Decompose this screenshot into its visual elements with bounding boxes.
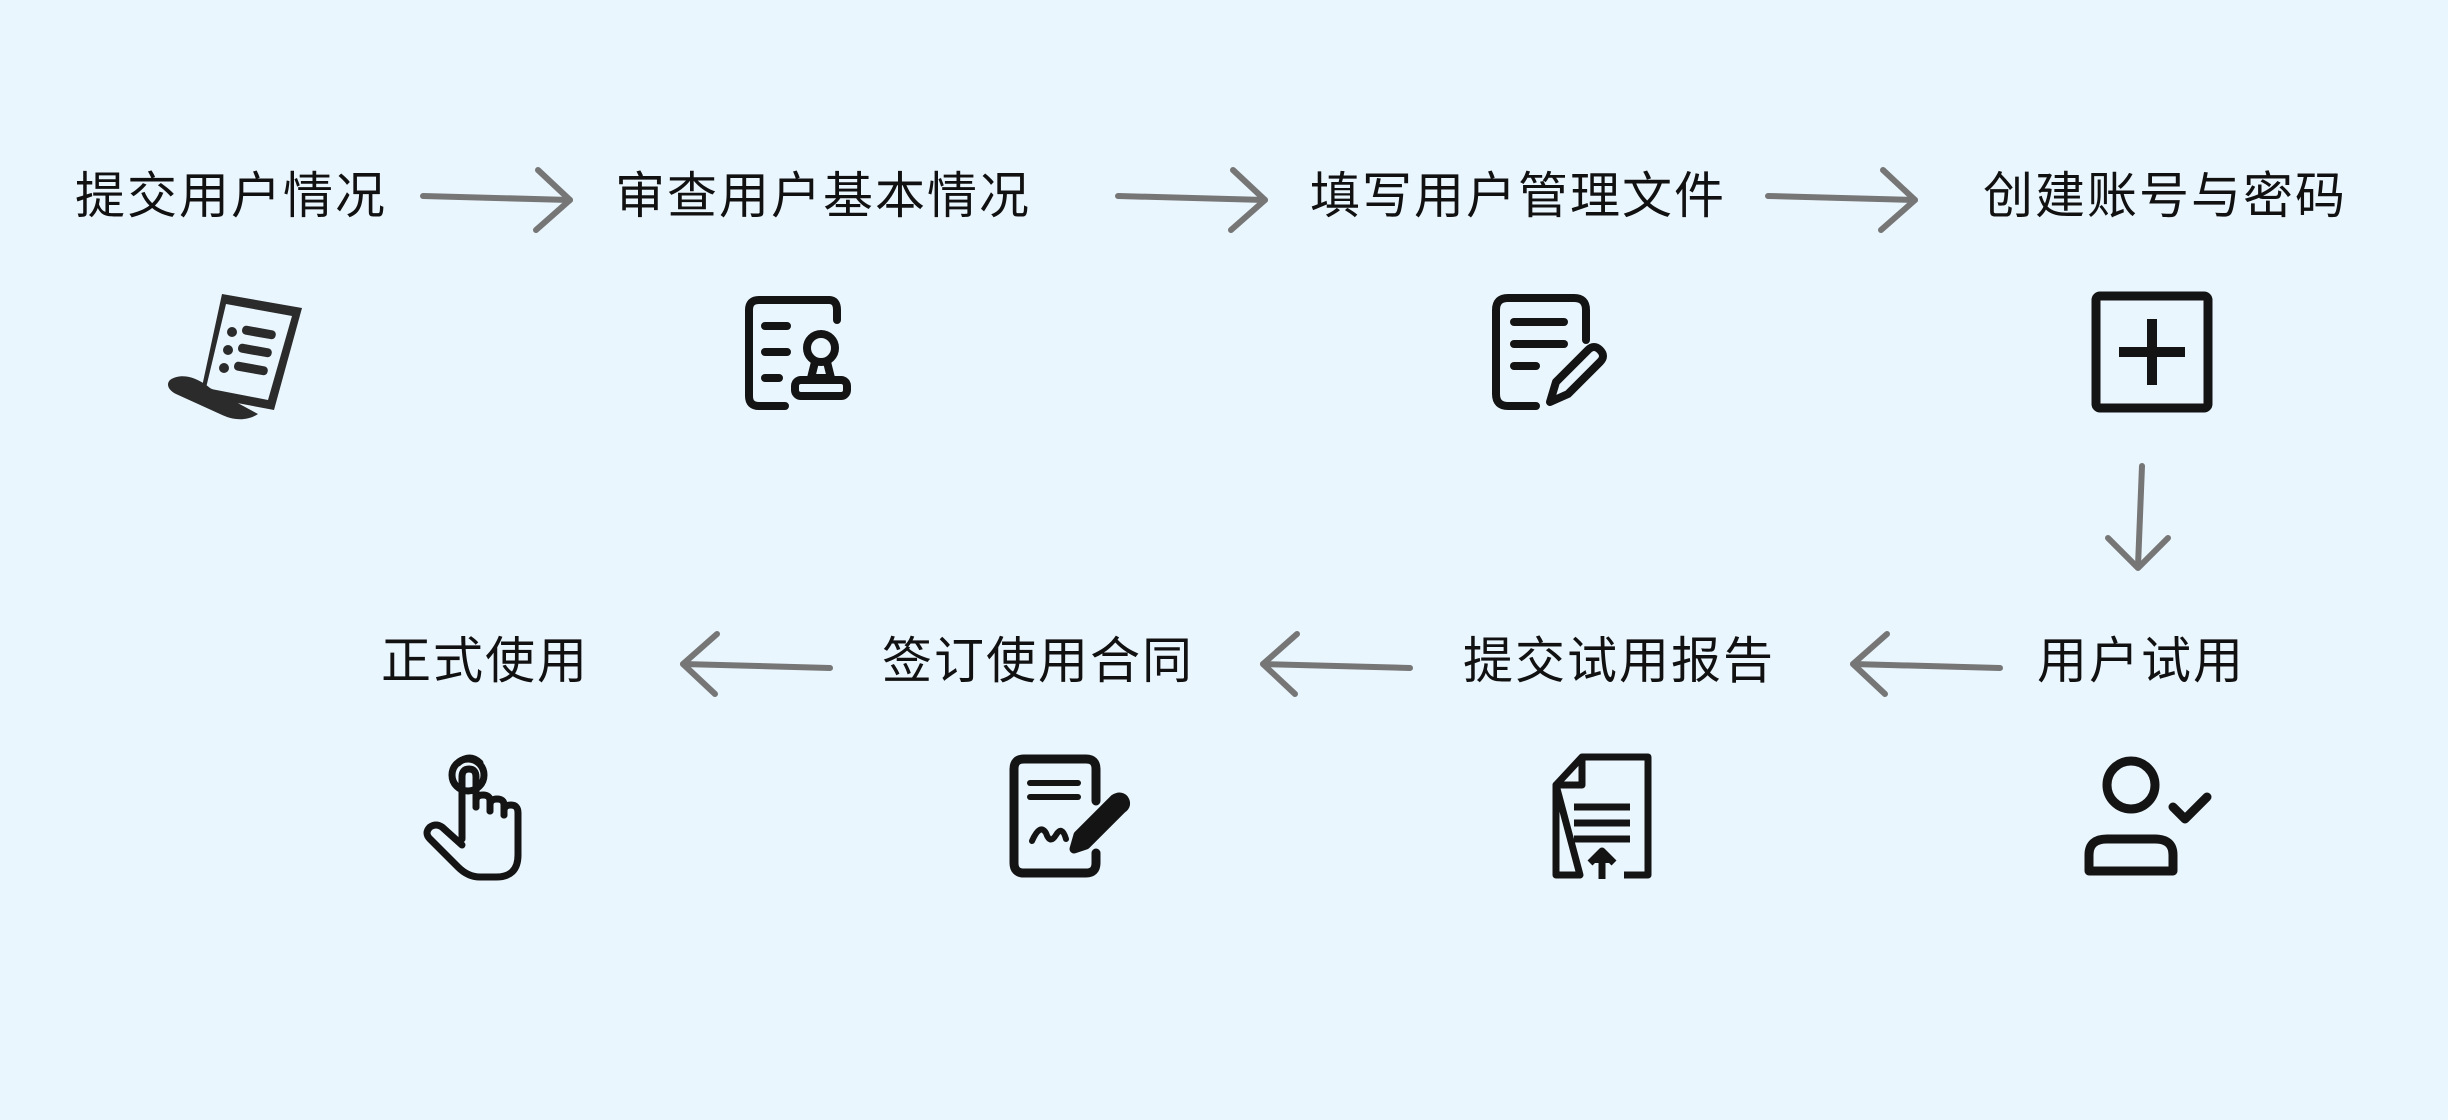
step-sign-contract-label: 签订使用合同 xyxy=(882,632,1194,690)
arrow-left-2 xyxy=(1255,630,1415,700)
step-fill-management-file-label: 填写用户管理文件 xyxy=(1310,167,1726,225)
arrow-right-1 xyxy=(420,166,580,236)
hand-tap-icon xyxy=(408,745,548,885)
document-stamp-icon xyxy=(725,282,865,422)
user-check-icon xyxy=(2075,745,2215,885)
contract-sign-icon xyxy=(992,745,1132,885)
step-submit-user-info-label: 提交用户情况 xyxy=(75,167,387,225)
arrow-down xyxy=(2100,462,2180,580)
document-edit-icon xyxy=(1472,282,1612,422)
arrow-right-3 xyxy=(1765,166,1925,236)
step-user-trial-label: 用户试用 xyxy=(2037,632,2245,690)
arrow-left-1 xyxy=(1845,630,2005,700)
plus-square-icon xyxy=(2082,282,2222,422)
document-upload-icon xyxy=(1532,745,1672,885)
step-review-user-info-label: 审查用户基本情况 xyxy=(615,167,1031,225)
arrow-right-2 xyxy=(1115,166,1275,236)
step-create-account-label: 创建账号与密码 xyxy=(1983,167,2347,225)
scroll-document-icon xyxy=(162,282,302,422)
step-official-use-label: 正式使用 xyxy=(381,632,589,690)
arrow-left-3 xyxy=(675,630,835,700)
step-submit-trial-report-label: 提交试用报告 xyxy=(1463,632,1775,690)
